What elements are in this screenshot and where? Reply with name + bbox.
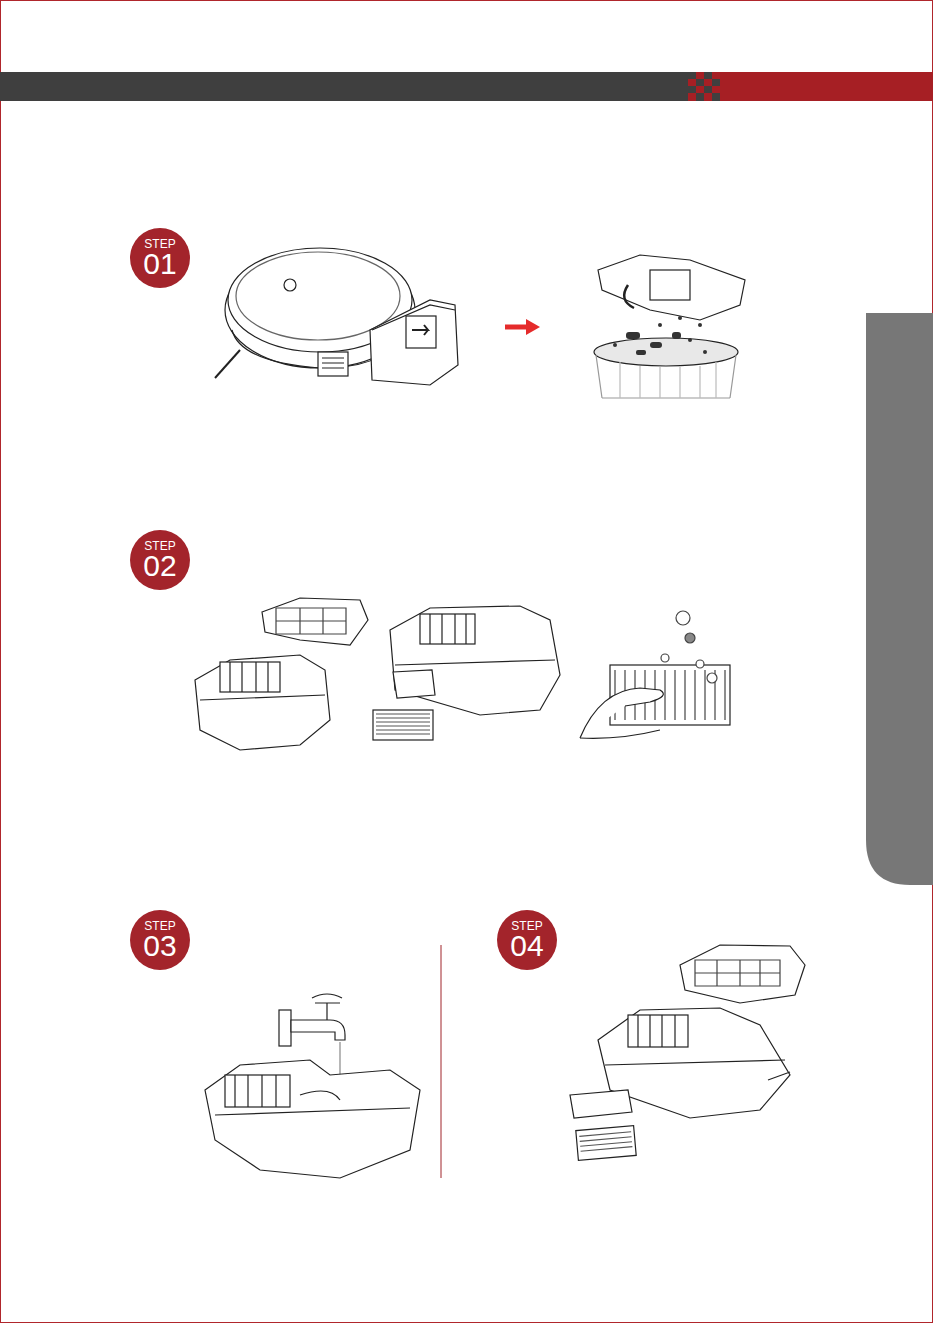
- step-badge: STEP02: [130, 530, 190, 590]
- step-number: 03: [143, 932, 176, 960]
- step-badge: STEP03: [130, 910, 190, 970]
- step-label: STEP: [144, 238, 175, 250]
- step-label: STEP: [144, 540, 175, 552]
- step-label: STEP: [511, 920, 542, 932]
- step-badge: STEP01: [130, 228, 190, 288]
- step-number: 02: [143, 552, 176, 580]
- step-badge: STEP04: [497, 910, 557, 970]
- step-label: STEP: [144, 920, 175, 932]
- step-number: 04: [510, 932, 543, 960]
- step-number: 01: [143, 250, 176, 278]
